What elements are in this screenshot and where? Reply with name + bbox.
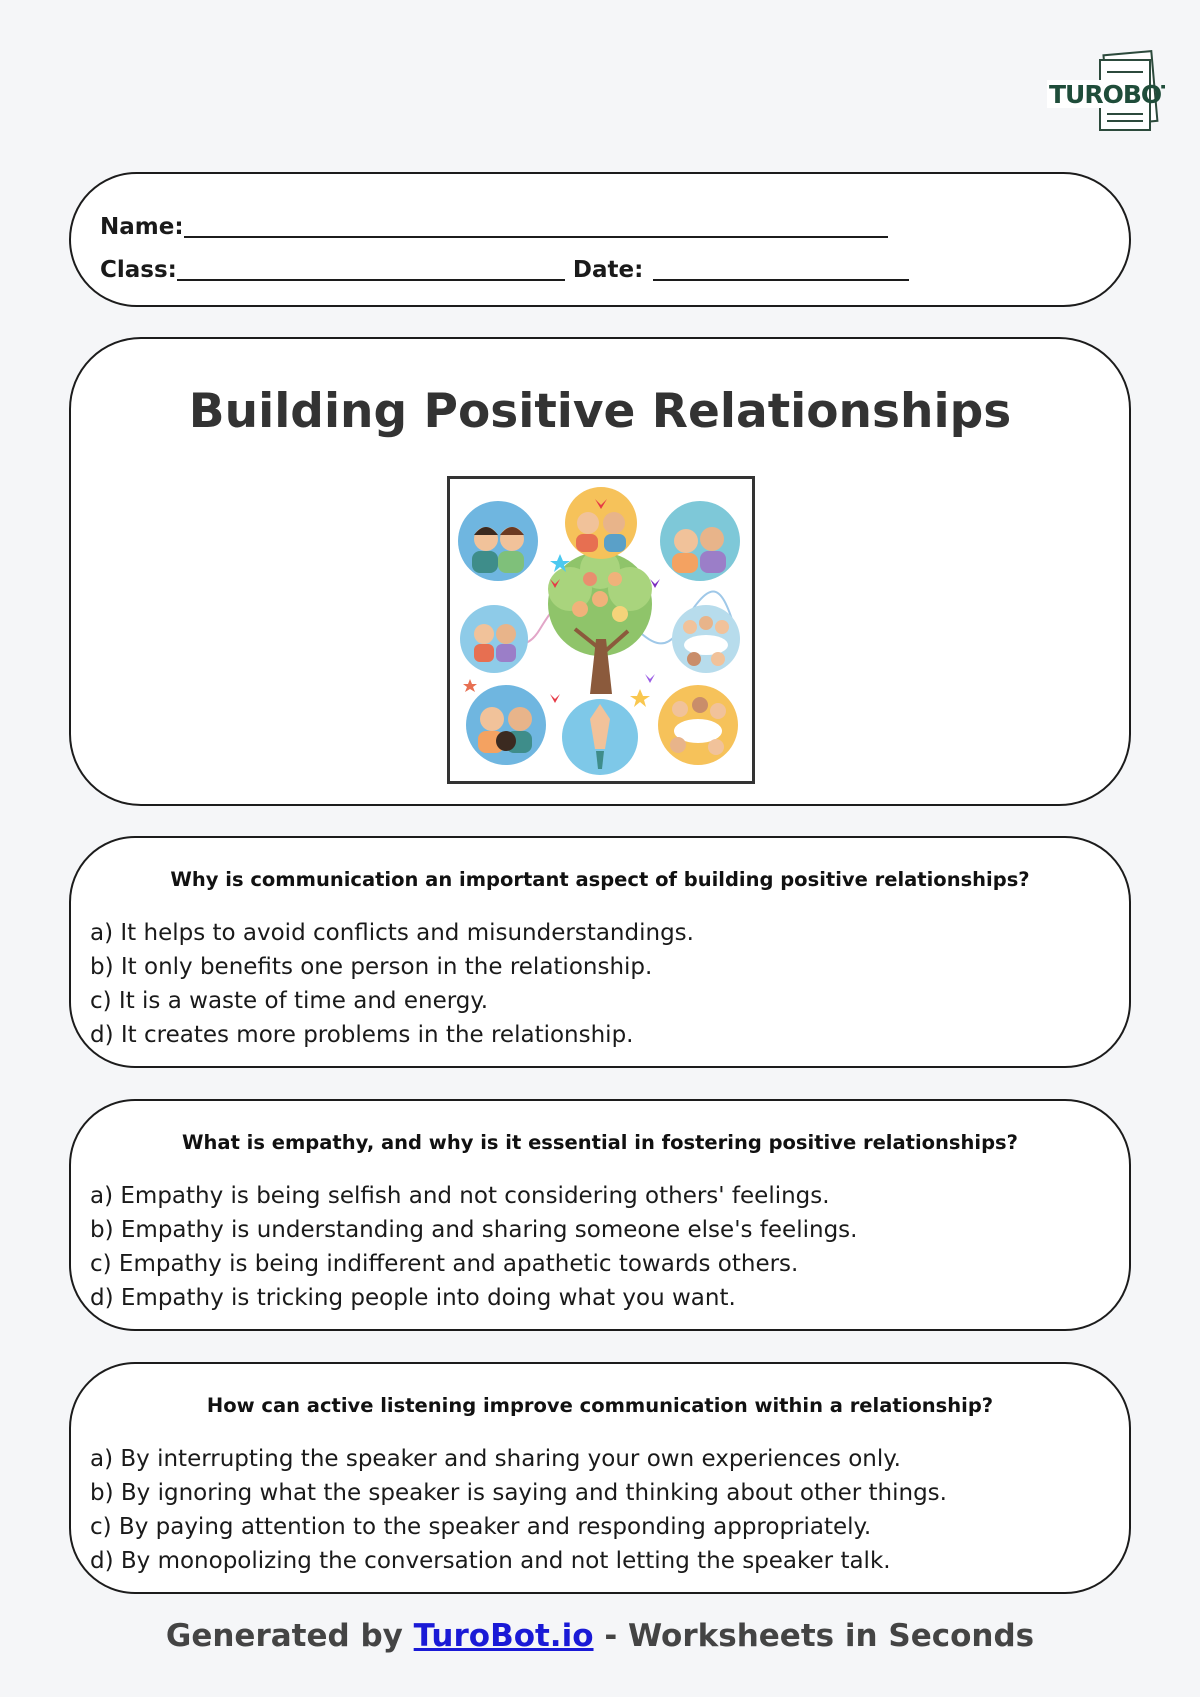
name-label: Name: [100,214,184,240]
option-d[interactable]: d) Empathy is tricking people into doing… [90,1285,736,1311]
question-text: Why is communication an important aspect… [170,868,1030,891]
name-field[interactable] [183,212,888,238]
title-box: Building Positive Relationships [69,337,1131,806]
class-label: Class: [100,257,177,283]
svg-text:TUROBOT: TUROBOT [1049,80,1165,109]
question-text: How can active listening improve communi… [206,1394,994,1417]
option-c[interactable]: c) Empathy is being indifferent and apat… [90,1251,799,1277]
option-d[interactable]: d) It creates more problems in the relat… [90,1022,634,1048]
answer-options: a) It helps to avoid conflicts and misun… [90,916,694,1052]
option-b[interactable]: b) By ignoring what the speaker is sayin… [90,1480,947,1506]
question-card-1: Why is communication an important aspect… [69,836,1131,1068]
question-text: What is empathy, and why is it essential… [182,1131,1018,1154]
class-field[interactable] [176,255,565,281]
option-a[interactable]: a) It helps to avoid conflicts and misun… [90,920,694,946]
option-a[interactable]: a) Empathy is being selfish and not cons… [90,1183,830,1209]
worksheet-title: Building Positive Relationships [188,384,1012,439]
student-info-box: Name: Class: Date: [69,172,1131,307]
question-card-2: What is empathy, and why is it essential… [69,1099,1131,1331]
relationships-illustration [447,476,755,784]
option-d[interactable]: d) By monopolizing the conversation and … [90,1548,891,1574]
option-c[interactable]: c) It is a waste of time and energy. [90,988,489,1014]
date-field[interactable] [653,255,910,281]
turobot-link[interactable]: TuroBot.io [413,1618,594,1654]
option-b[interactable]: b) Empathy is understanding and sharing … [90,1217,858,1243]
turobot-logo: TUROBOT [1045,50,1179,140]
footer-prefix: Generated by [165,1618,403,1654]
footer: Generated by TuroBot.io - Worksheets in … [0,1618,1200,1654]
option-c[interactable]: c) By paying attention to the speaker an… [90,1514,872,1540]
name-row: Name: [100,212,888,240]
question-card-3: How can active listening improve communi… [69,1362,1131,1594]
option-a[interactable]: a) By interrupting the speaker and shari… [90,1446,901,1472]
answer-options: a) Empathy is being selfish and not cons… [90,1179,857,1315]
class-date-row: Class: Date: [100,255,910,283]
date-label: Date: [572,257,644,283]
footer-suffix: - Worksheets in Seconds [604,1618,1035,1654]
answer-options: a) By interrupting the speaker and shari… [90,1442,947,1578]
option-b[interactable]: b) It only benefits one person in the re… [90,954,653,980]
